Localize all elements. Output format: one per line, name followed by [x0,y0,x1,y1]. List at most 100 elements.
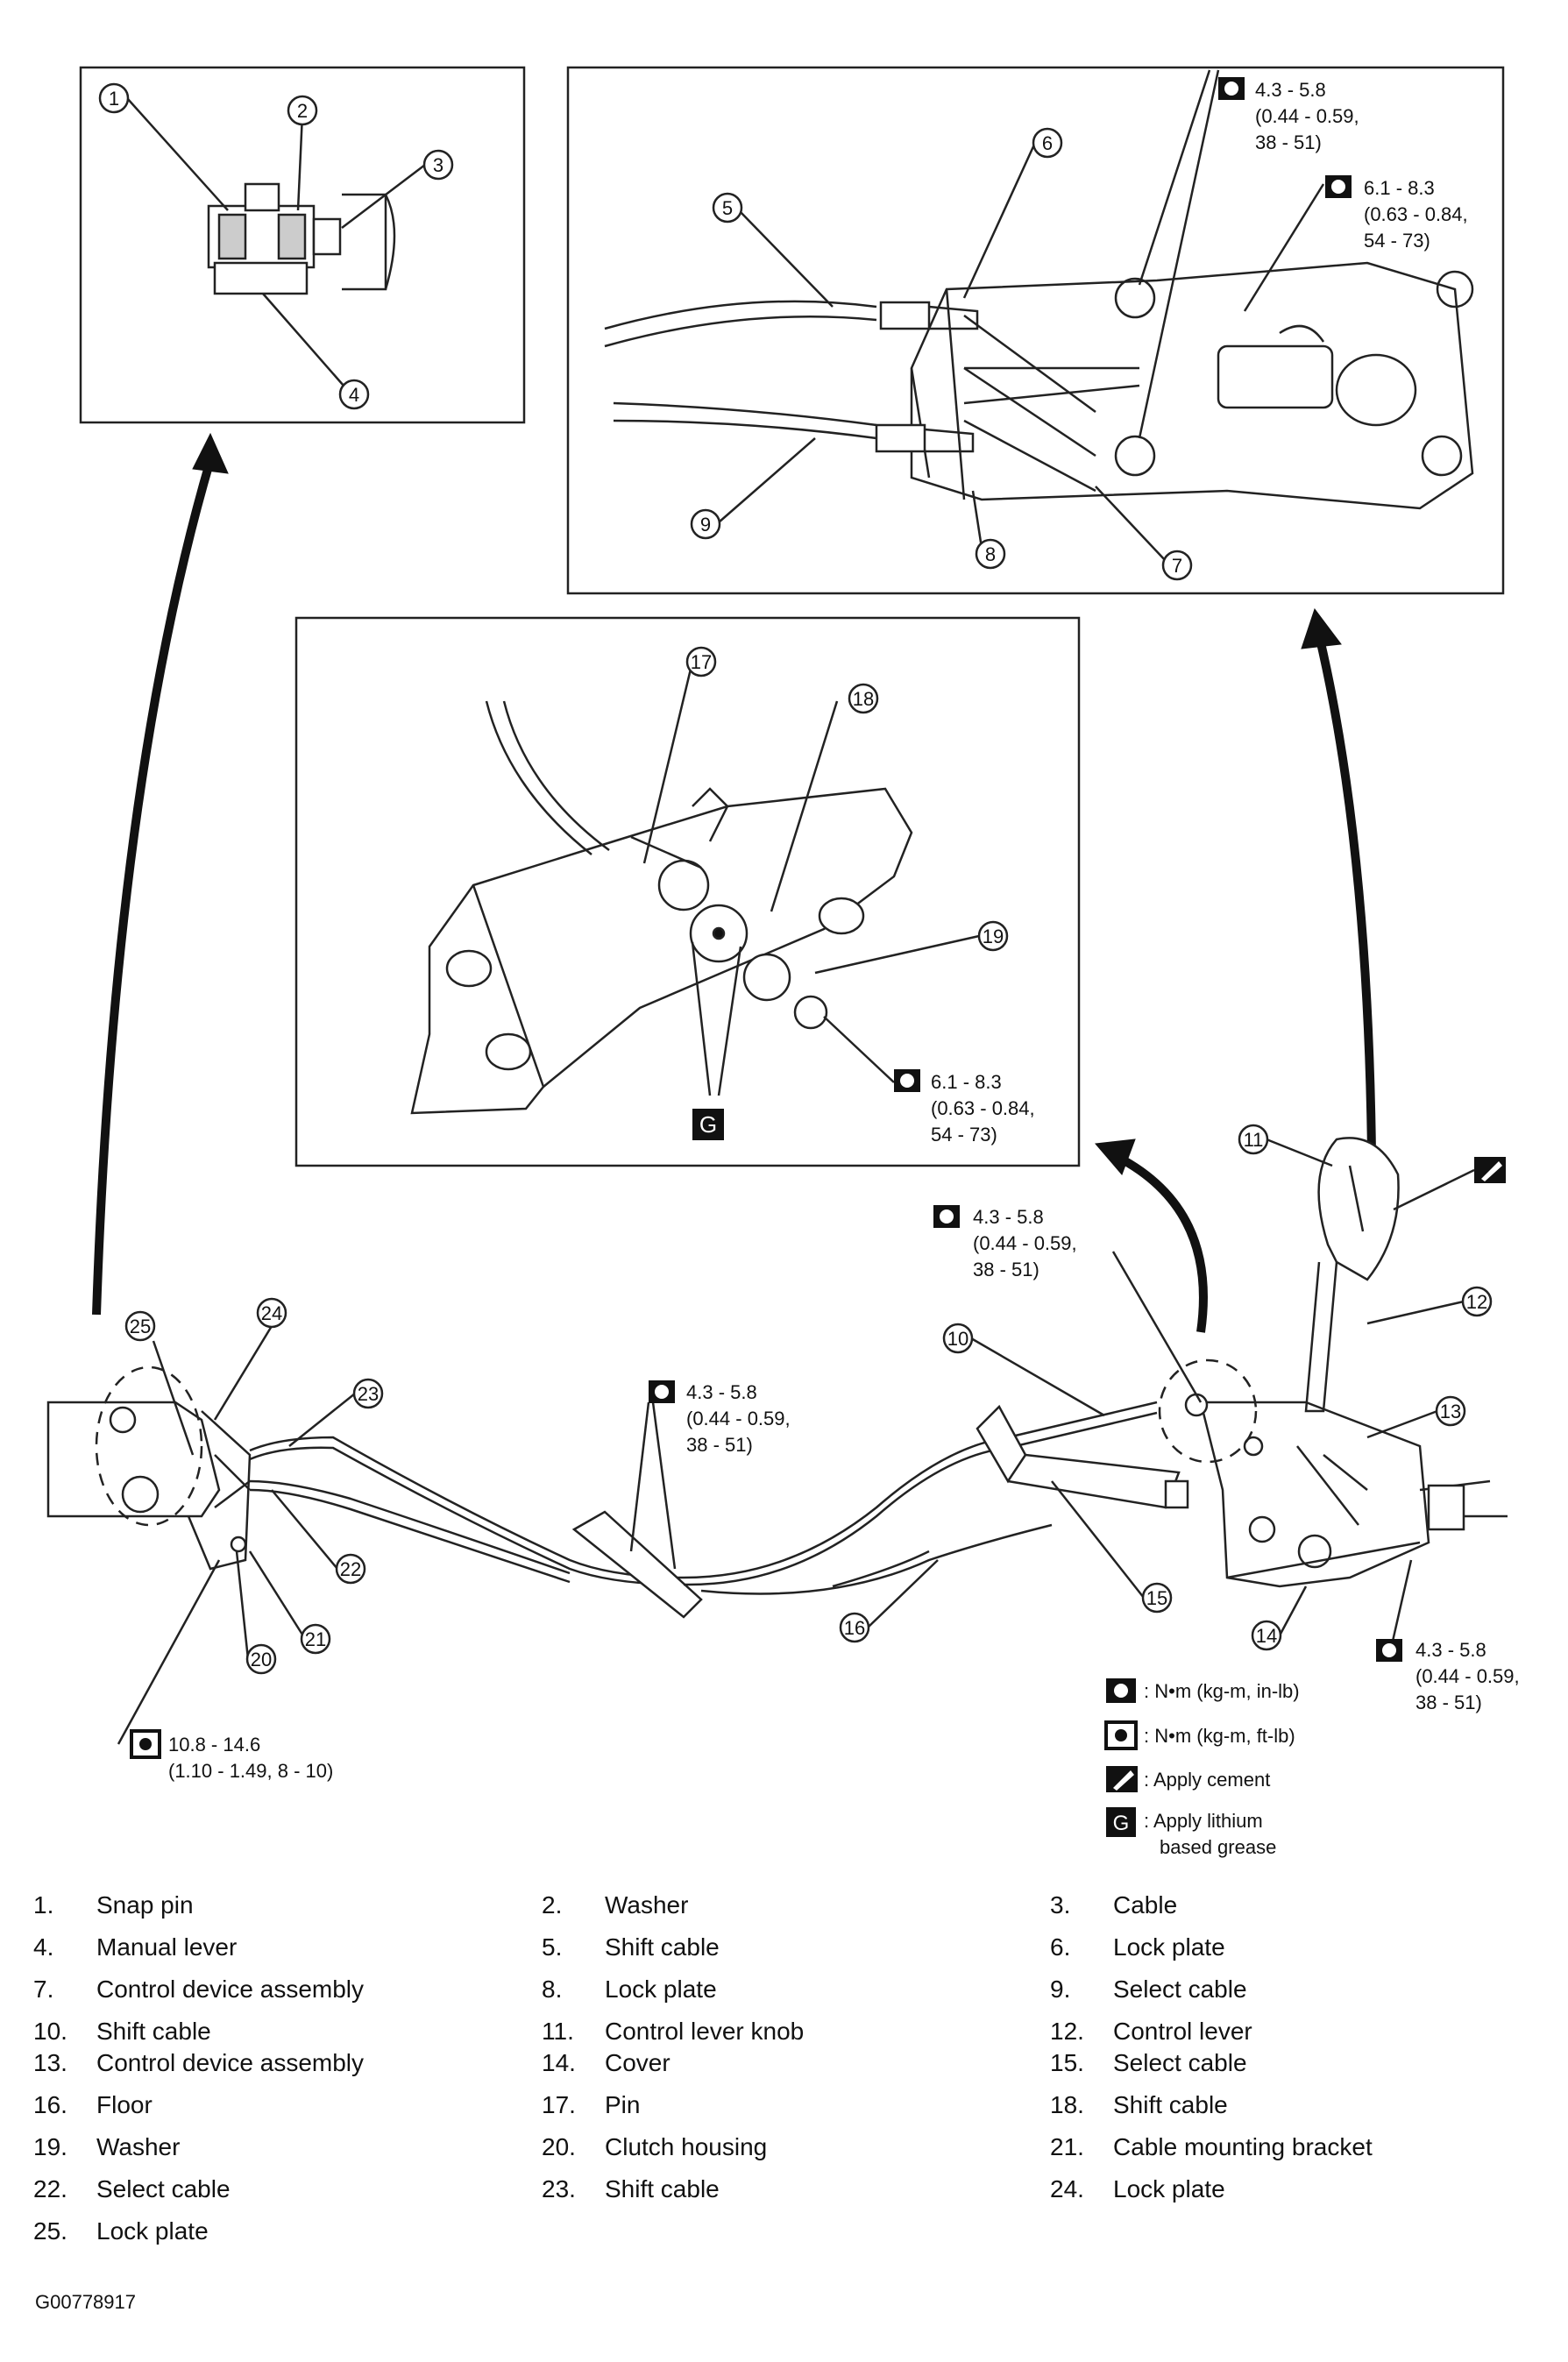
grease-badge-middle: G [692,1109,724,1140]
callout-14-label: 14 [1256,1625,1277,1647]
legend-item-number: 9. [1050,1975,1071,2003]
svg-text:: Apply lithium: : Apply lithium [1144,1810,1263,1832]
legend-item: 11.Control lever knob [542,2018,804,2046]
callout-8-label: 8 [985,543,996,565]
legend-item: 2. Washer [542,1891,688,1919]
callout-20-label: 20 [251,1649,272,1670]
torque-badge-middle [894,1069,920,1092]
callout-15 [1141,1582,1173,1614]
figure-code: G00778917 [35,2291,136,2313]
torque-badge-center [649,1380,675,1403]
legend-item-number: 15. [1050,2049,1084,2076]
legend-item: 14.Cover [542,2049,670,2077]
cement-badge-main [1474,1157,1506,1183]
torque-center-line1: 4.3 - 5.8 [686,1381,757,1403]
legend-item: 23.Shift cable [542,2175,720,2203]
callout-10 [942,1323,974,1354]
legend-item: 3.Cable [1050,1891,1177,1919]
callout-13 [1435,1395,1466,1427]
torque-right-upper-line2: (0.44 - 0.59, [973,1232,1077,1254]
callout-7-label: 7 [1172,555,1182,577]
callout-11-label: 11 [1244,1129,1264,1151]
torque-center-line2: (0.44 - 0.59, [686,1408,791,1429]
legend-item-label: Control lever [1113,2018,1252,2045]
torque-right-upper-line1: 4.3 - 5.8 [973,1206,1044,1228]
torque-center-line3: 38 - 51) [686,1434,753,1456]
legend-item-label: Lock plate [605,1975,717,2003]
svg-text:G: G [699,1111,717,1138]
callout-14 [1251,1620,1282,1651]
torque-badge-top-b [1325,175,1352,198]
torque-top-b-line3: 54 - 73) [1364,230,1430,252]
legend-item-number: 2. [542,1891,563,1919]
legend-item-label: Washer [605,1891,689,1919]
svg-text:G: G [1113,1812,1130,1835]
legend-item-label: Select cable [1113,1975,1247,2003]
callout-4-label: 4 [349,384,359,406]
torque-badge-top-a [1218,77,1245,100]
callout-23-label: 23 [358,1383,379,1405]
legend-item-label: Shift cable [1113,2091,1228,2118]
legend-item-number: 19. [33,2133,67,2160]
legend-item: 13.Control device assembly [33,2049,364,2077]
torque-left-line2: (1.10 - 1.49, 8 - 10) [168,1760,333,1782]
cement-leader [1393,1168,1475,1211]
legend-item-label: Control device assembly [96,2049,365,2076]
legend-item: 1.Snap pin [33,1891,194,1919]
legend-item-number: 10. [33,2018,67,2045]
callout-12 [1461,1286,1493,1317]
torque-right-upper-line3: 38 - 51) [973,1259,1039,1280]
torque-top-a-line1: 4.3 - 5.8 [1255,79,1326,101]
legend-item-number: 21. [1050,2133,1084,2160]
callout-4 [338,379,370,410]
callout-24-label: 24 [261,1302,282,1324]
callouts-main [124,1124,1493,1675]
legend-item-number: 7. [33,1975,54,2003]
legend-item-label: Select cable [1113,2049,1247,2076]
legend-item-label: Lock plate [1113,2175,1225,2202]
callout-6 [1032,127,1063,159]
callout-8 [975,538,1006,570]
legend-item-number: 20. [542,2133,576,2160]
torque-top-b-line1: 6.1 - 8.3 [1364,177,1435,199]
torque-top-b-line2: (0.63 - 0.84, [1364,203,1468,225]
callout-13-label: 13 [1440,1401,1461,1422]
callout-1 [98,82,130,114]
legend-item: 6.Lock plate [1050,1933,1225,1961]
main-assembly-drawing [46,1137,1508,1745]
callout-3-label: 3 [433,154,443,176]
inset-control-device-drawing [604,69,1474,562]
torque-badge-right-upper [933,1205,960,1228]
callout-19-label: 19 [983,926,1004,947]
legend-item-label: Lock plate [1113,1933,1225,1961]
legend-item-label: Shift cable [96,2018,211,2045]
legend-item-label: Manual lever [96,1933,238,1961]
legend-item-number: 14. [542,2049,576,2076]
torque-right-lower-line3: 38 - 51) [1415,1692,1482,1713]
legend-item: 21.Cable mounting bracket [1050,2133,1373,2161]
legend-item-label: Lock plate [96,2217,209,2245]
legend-item-number: 8. [542,1975,563,2003]
legend-item-number: 18. [1050,2091,1084,2118]
legend-item: 12.Control lever [1050,2018,1252,2046]
callout-15-label: 15 [1146,1587,1167,1609]
legend-item-number: 17. [542,2091,576,2118]
legend-item-number: 5. [542,1933,563,1961]
callouts-inset-top-right [690,127,1193,581]
svg-text:: Apply cement: : Apply cement [1144,1769,1270,1791]
torque-top-a-line3: 38 - 51) [1255,131,1322,153]
torque-right-lower-line2: (0.44 - 0.59, [1415,1665,1520,1687]
torque-mid-line1: 6.1 - 8.3 [931,1071,1002,1093]
torque-mid-line2: (0.63 - 0.84, [931,1097,1035,1119]
callout-24 [256,1297,287,1329]
legend-item: 22.Select cable [33,2175,231,2203]
callout-2 [287,95,318,126]
legend-item-label: Shift cable [605,1933,720,1961]
callout-11 [1238,1124,1269,1155]
legend-item: 24.Lock plate [1050,2175,1225,2203]
callout-25 [124,1310,156,1342]
callout-17-label: 17 [691,651,712,673]
legend-item: 15. Select cable [1050,2049,1247,2077]
callout-9-label: 9 [700,514,711,536]
